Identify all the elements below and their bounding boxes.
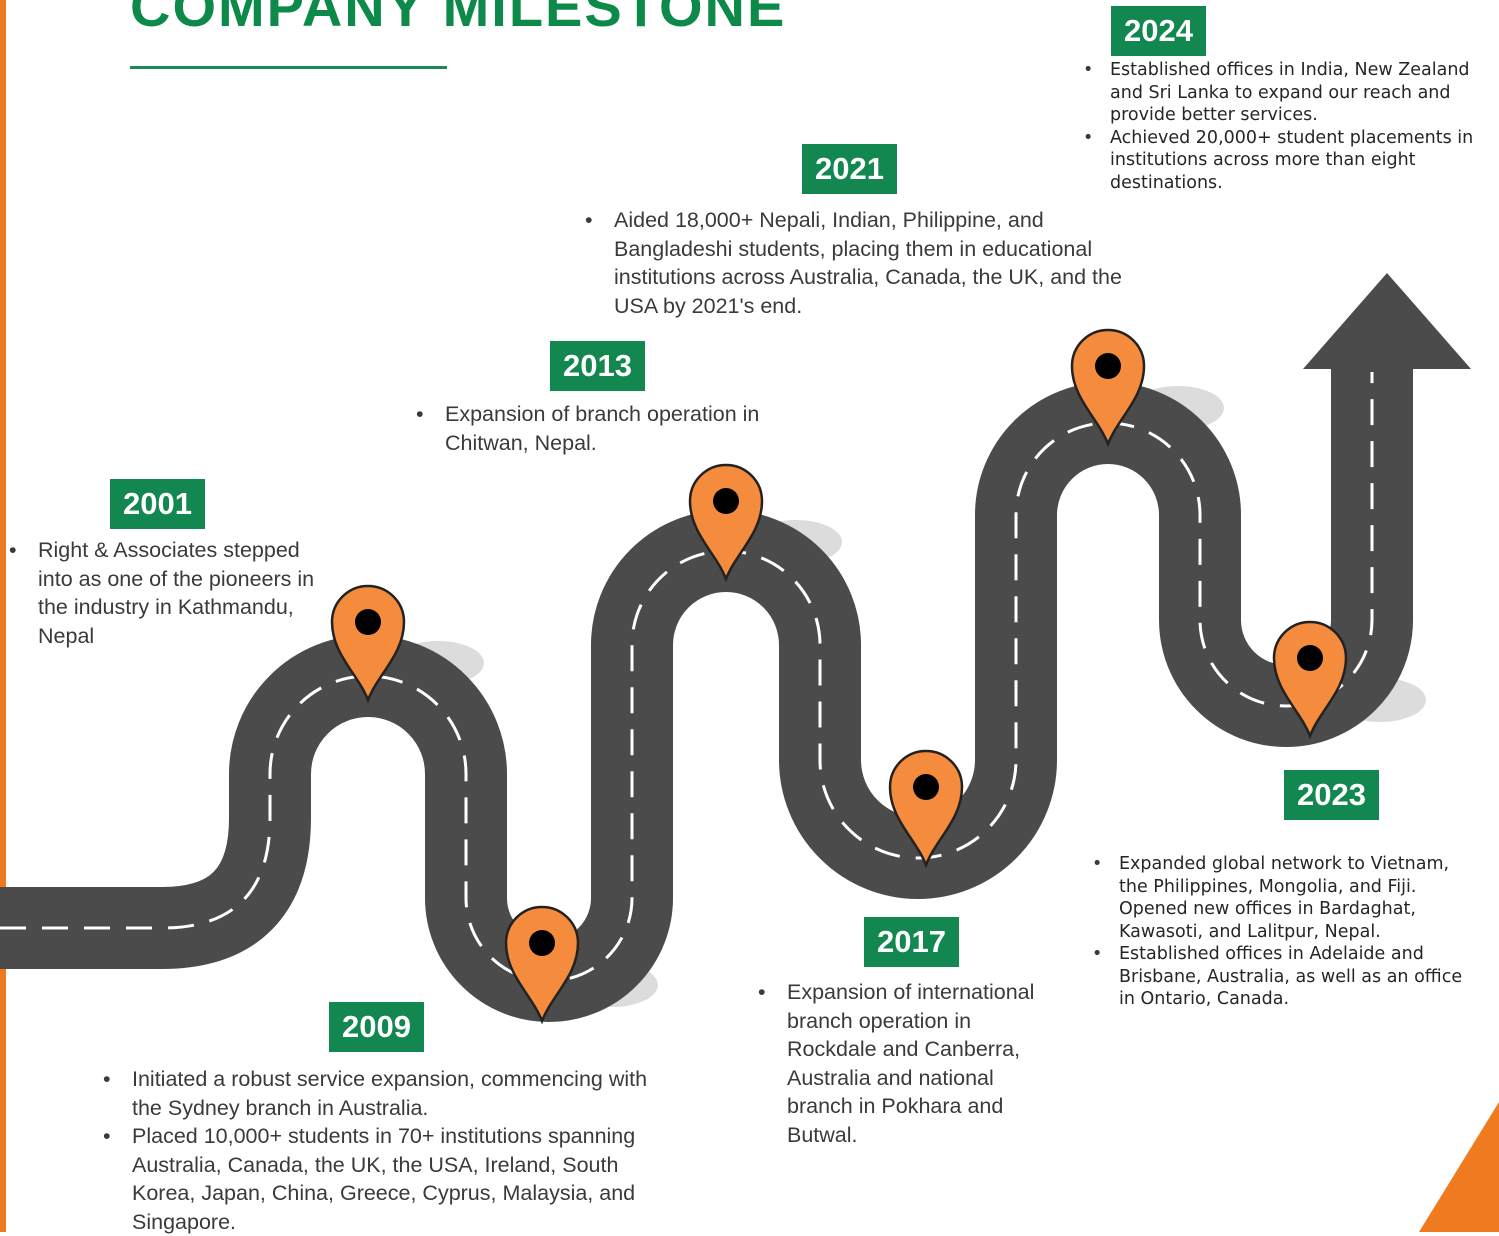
- milestone-2021-list: Aided 18,000+ Nepali, Indian, Philippine…: [585, 206, 1135, 320]
- map-pin-icon-2021: [1070, 328, 1146, 448]
- year-badge-2024: 2024: [1111, 6, 1206, 56]
- page-title: COMPANY MILESTONE: [130, 0, 787, 38]
- milestone-2024-list: Established offices in India, New Zealan…: [1083, 59, 1491, 194]
- milestone-2023-item-2: Established offices in Adelaide and Bris…: [1092, 943, 1482, 1011]
- milestone-2013-item-1: Expansion of branch operation in Chitwan…: [416, 400, 796, 457]
- milestone-2009-list: Initiated a robust service expansion, co…: [103, 1065, 663, 1236]
- milestone-2017-list: Expansion of international branch operat…: [758, 978, 1058, 1149]
- milestone-2001-item-1: Right & Associates stepped into as one o…: [9, 536, 329, 650]
- milestone-2009-item-1: Initiated a robust service expansion, co…: [103, 1065, 663, 1122]
- milestone-2024-item-2: Achieved 20,000+ student placements in i…: [1083, 127, 1491, 195]
- year-badge-2017: 2017: [864, 917, 959, 967]
- corner-accent: [1419, 1102, 1499, 1232]
- year-badge-2021: 2021: [802, 144, 897, 194]
- map-pin-icon-2001: [330, 584, 406, 704]
- title-underline: [130, 66, 447, 69]
- year-badge-2001: 2001: [110, 479, 205, 529]
- left-accent-bar: [0, 0, 6, 1232]
- map-pin-icon-2013: [688, 463, 764, 583]
- road-center-line: [0, 372, 1374, 983]
- milestone-2009-item-2: Placed 10,000+ students in 70+ instituti…: [103, 1122, 663, 1236]
- milestone-2023-list: Expanded global network to Vietnam, the …: [1092, 853, 1482, 1011]
- map-pin-icon-2023: [1272, 620, 1348, 740]
- milestone-2024-item-1: Established offices in India, New Zealan…: [1083, 59, 1491, 127]
- map-pin-icon-2009: [504, 905, 580, 1025]
- milestone-2021-item-1: Aided 18,000+ Nepali, Indian, Philippine…: [585, 206, 1135, 320]
- year-badge-2013: 2013: [550, 341, 645, 391]
- year-badge-2009: 2009: [329, 1002, 424, 1052]
- milestone-2023-item-1: Expanded global network to Vietnam, the …: [1092, 853, 1482, 943]
- up-arrow-icon: [1303, 273, 1471, 369]
- milestone-2017-item-1: Expansion of international branch operat…: [758, 978, 1058, 1149]
- year-badge-2023: 2023: [1284, 770, 1379, 820]
- milestone-2013-list: Expansion of branch operation in Chitwan…: [416, 400, 796, 457]
- map-pin-icon-2017: [888, 749, 964, 869]
- milestone-2001-list: Right & Associates stepped into as one o…: [9, 536, 329, 650]
